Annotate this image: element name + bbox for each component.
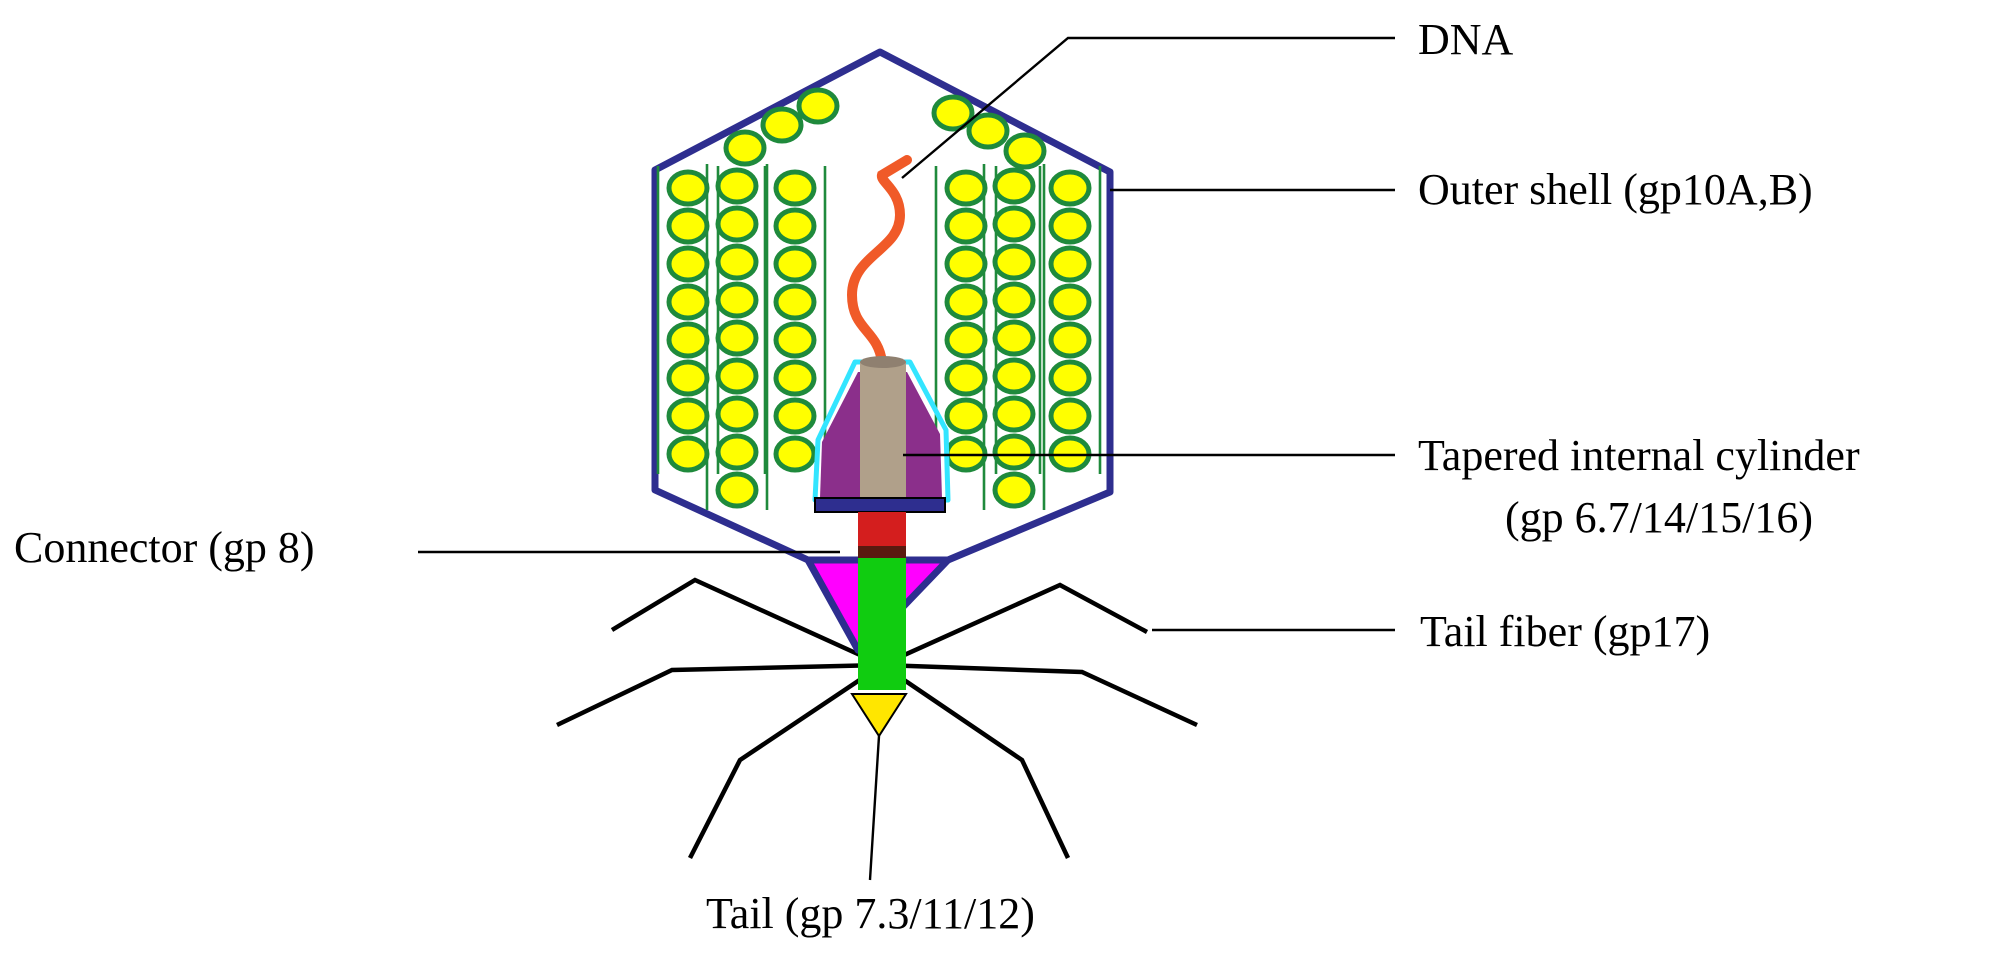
dna-coil — [969, 115, 1007, 147]
cylinder-top — [860, 356, 906, 368]
tail-leader — [870, 736, 879, 880]
dna-coil — [718, 360, 756, 392]
dna-coil — [726, 132, 764, 164]
tail-tip — [852, 694, 906, 736]
tail-fiber-2 — [882, 585, 1147, 665]
dna-coil — [669, 438, 707, 470]
dna-coil — [1051, 248, 1089, 280]
dna-coil — [776, 286, 814, 318]
portal-plate — [815, 498, 945, 512]
label-outer-shell: Outer shell (gp10A,B) — [1418, 165, 1813, 214]
dna-strand — [852, 160, 907, 362]
dna-coil — [995, 322, 1033, 354]
dna-coil — [947, 362, 985, 394]
dna-coil — [718, 284, 756, 316]
dna-coil — [718, 170, 756, 202]
dna-coil — [718, 208, 756, 240]
dna-coil — [995, 284, 1033, 316]
dna-coil — [947, 248, 985, 280]
dna-coil — [669, 324, 707, 356]
dna-leader — [902, 38, 1395, 178]
dna-coil — [1051, 324, 1089, 356]
label-dna: DNA — [1418, 15, 1514, 64]
dna-coil — [1051, 210, 1089, 242]
dna-coil — [995, 246, 1033, 278]
dna-coil — [799, 90, 837, 122]
dna-coil — [947, 210, 985, 242]
dna-coil — [995, 170, 1033, 202]
dna-coil — [947, 324, 985, 356]
dna-coil — [763, 109, 801, 141]
dna-coil — [669, 172, 707, 204]
dna-coil — [669, 362, 707, 394]
dna-coil — [776, 248, 814, 280]
dna-coil — [669, 400, 707, 432]
dna-coil — [718, 398, 756, 430]
label-tail: Tail (gp 7.3/11/12) — [706, 889, 1035, 938]
connector-band — [858, 546, 906, 558]
dna-coil — [995, 398, 1033, 430]
dna-coil — [776, 172, 814, 204]
dna-coil — [718, 436, 756, 468]
dna-coil — [995, 436, 1033, 468]
dna-coil — [776, 438, 814, 470]
dna-coil — [776, 210, 814, 242]
dna-coil — [947, 286, 985, 318]
dna-coil — [1006, 135, 1044, 167]
dna-coil — [1051, 362, 1089, 394]
dna-coil — [1051, 172, 1089, 204]
dna-coil — [718, 474, 756, 506]
tail-fiber-6 — [882, 665, 1068, 858]
dna-coil — [995, 360, 1033, 392]
label-tail-fiber: Tail fiber (gp17) — [1420, 607, 1710, 656]
tapered-internal-cylinder — [860, 362, 906, 502]
dna-coil — [947, 172, 985, 204]
dna-coil — [1051, 286, 1089, 318]
dna-coil — [1051, 400, 1089, 432]
dna-coil — [776, 400, 814, 432]
dna-coil — [718, 322, 756, 354]
connector — [858, 512, 906, 546]
label-cylinder-line1: Tapered internal cylinder — [1418, 431, 1860, 480]
dna-coil — [776, 324, 814, 356]
dna-coil — [669, 248, 707, 280]
dna-coil — [718, 246, 756, 278]
label-connector: Connector (gp 8) — [14, 523, 315, 572]
dna-coil — [669, 286, 707, 318]
tail — [858, 558, 906, 690]
dna-coil — [995, 208, 1033, 240]
dna-coil — [776, 362, 814, 394]
label-cylinder-line2: (gp 6.7/14/15/16) — [1505, 493, 1813, 542]
dna-coil — [995, 474, 1033, 506]
dna-coil — [947, 400, 985, 432]
dna-coil — [669, 210, 707, 242]
